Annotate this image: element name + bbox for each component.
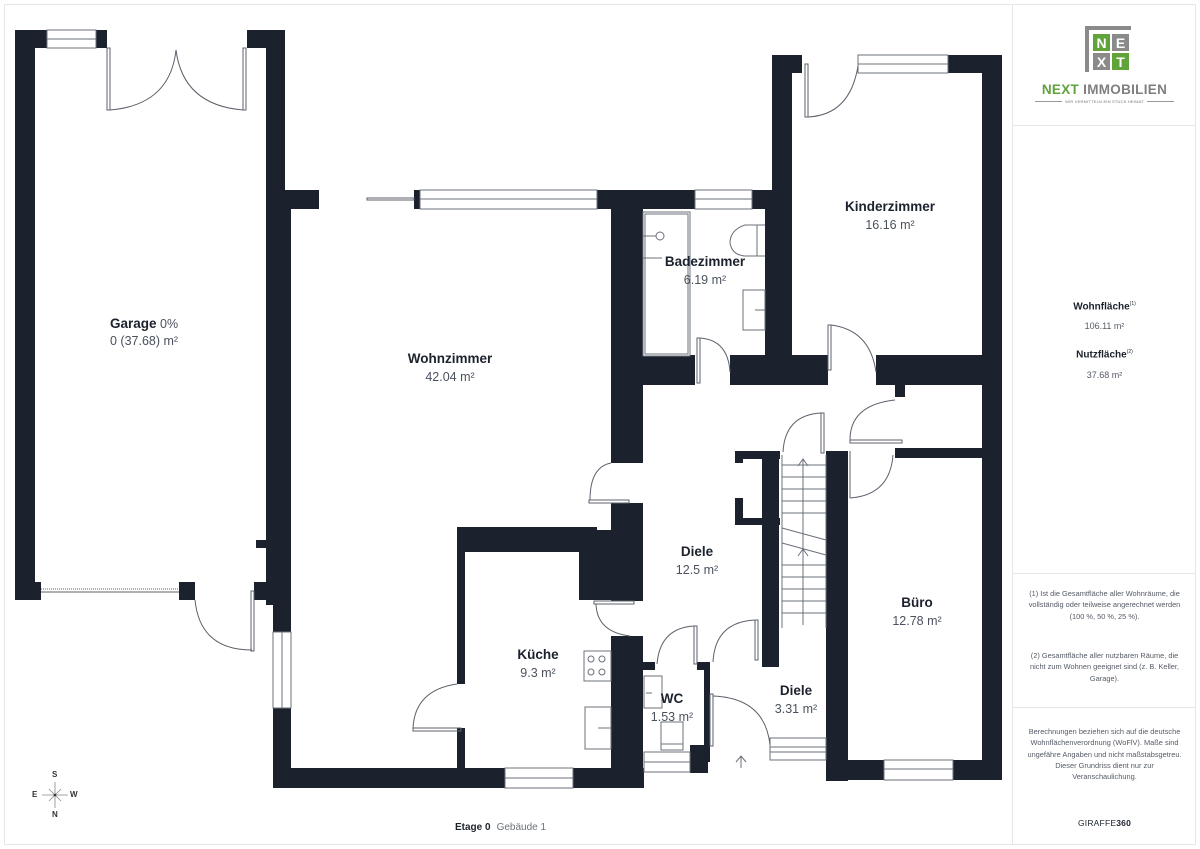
disclaimer-text: Berechnungen beziehen sich auf die deuts… <box>1027 727 1182 782</box>
compass-rose-icon <box>42 782 68 808</box>
next-logo-icon: N E X T <box>1085 26 1131 72</box>
room-labels: Garage 0% 0 (37.68) m² Wohnzimmer 42.04 … <box>110 199 942 724</box>
compass-right-label: W <box>70 790 78 799</box>
svg-text:T: T <box>1116 54 1125 70</box>
info-sidebar: N E X T NEXT IMMOBILIEN WIR VERMITTELN E… <box>1012 4 1196 845</box>
compass: S E W N <box>30 770 80 820</box>
room-area-kueche: 9.3 m² <box>520 666 555 680</box>
floor-plan: Garage 0% 0 (37.68) m² Wohnzimmer 42.04 … <box>15 29 1002 789</box>
svg-text:X: X <box>1097 54 1107 70</box>
brand-name: NEXT IMMOBILIEN <box>1041 82 1168 97</box>
room-name-wohnzimmer: Wohnzimmer <box>408 351 493 366</box>
footnotes: (1) Ist die Gesamtfläche aller Wohnräume… <box>1013 574 1196 708</box>
staircase <box>735 455 827 768</box>
footnote-2: (2) Gesamtfläche aller nutzbaren Räume, … <box>1030 651 1179 683</box>
floor-label: Etage 0 <box>455 822 491 833</box>
room-name-diele-small: Diele <box>780 683 813 698</box>
usable-area-label: Nutzfläche(2) <box>1076 349 1133 361</box>
building-label: Gebäude 1 <box>496 822 547 833</box>
svg-text:E: E <box>1116 35 1125 51</box>
room-area-diele-small: 3.31 m² <box>775 702 817 716</box>
compass-bottom-label: N <box>52 810 58 819</box>
svg-text:N: N <box>1096 35 1106 51</box>
room-name-wc: WC <box>661 691 684 706</box>
floor-caption: Etage 0 Gebäude 1 <box>455 822 546 833</box>
toilet <box>729 224 765 257</box>
room-area-kinderzimmer: 16.16 m² <box>865 218 914 232</box>
area-summary: Wohnfläche(1) 106.11 m² Nutzfläche(2) 37… <box>1013 126 1196 574</box>
provider-logo: GIRAFFE360 <box>1077 818 1132 828</box>
living-area-value: 106.11 m² <box>1084 321 1125 331</box>
room-name-diele: Diele <box>681 544 714 559</box>
doors <box>41 47 903 747</box>
room-area-garage: 0 (37.68) m² <box>110 334 178 348</box>
wc-sink <box>643 675 663 709</box>
fixtures <box>583 211 766 751</box>
brand-tagline: WIR VERMITTELN EIN STÜCK HEIMAT <box>1035 99 1174 104</box>
compass-left-label: E <box>32 790 38 799</box>
room-area-wc: 1.53 m² <box>651 710 693 724</box>
room-name-garage: Garage 0% <box>110 316 178 331</box>
room-area-badezimmer: 6.19 m² <box>684 273 726 287</box>
room-name-kueche: Küche <box>517 647 559 662</box>
room-name-kinderzimmer: Kinderzimmer <box>845 199 936 214</box>
room-area-wohnzimmer: 42.04 m² <box>425 370 474 384</box>
wc-toilet <box>660 721 684 751</box>
windows <box>46 29 954 789</box>
compass-top-label: S <box>52 770 58 779</box>
room-name-buero: Büro <box>901 595 933 610</box>
usable-area-value: 37.68 m² <box>1086 370 1123 380</box>
logo-section: N E X T NEXT IMMOBILIEN WIR VERMITTELN E… <box>1013 4 1196 126</box>
page-frame <box>4 4 1196 845</box>
room-area-diele: 12.5 m² <box>676 563 718 577</box>
living-area-label: Wohnfläche(1) <box>1073 301 1136 313</box>
walls <box>15 30 1002 788</box>
room-name-badezimmer: Badezimmer <box>665 254 746 269</box>
stove <box>583 650 612 682</box>
footnote-1: (1) Ist die Gesamtfläche aller Wohnräume… <box>1028 589 1181 621</box>
disclaimer-section: Berechnungen beziehen sich auf die deuts… <box>1013 708 1196 845</box>
room-area-buero: 12.78 m² <box>892 614 941 628</box>
